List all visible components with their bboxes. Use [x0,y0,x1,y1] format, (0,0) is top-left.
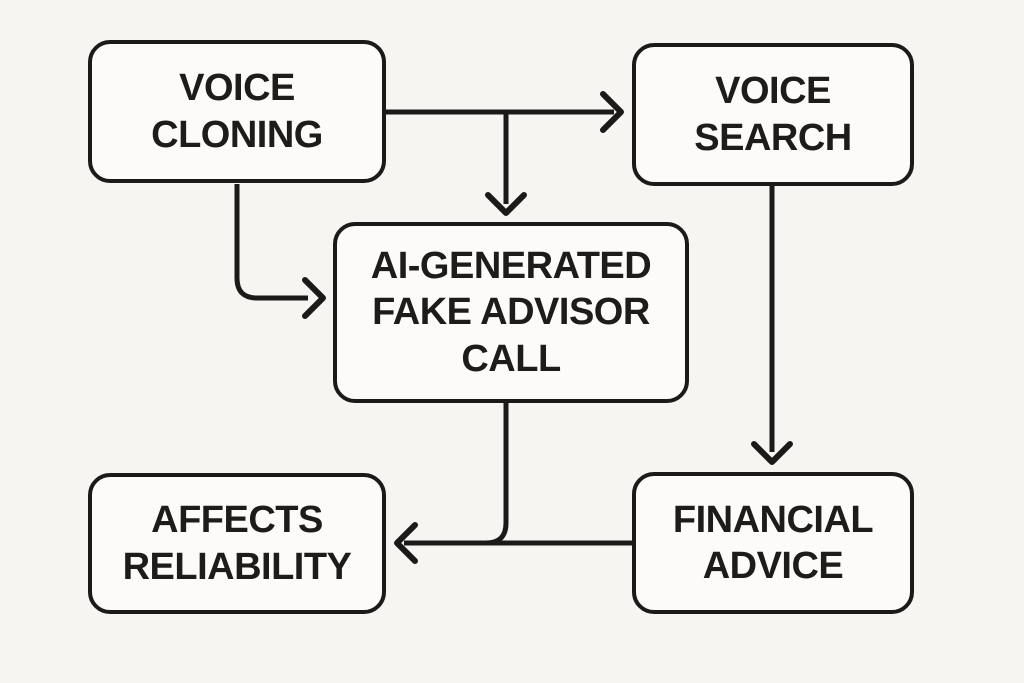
arrowhead-right-into-voice-search-icon [600,91,624,133]
arrowhead-down-into-financial-advice-icon [751,441,793,465]
node-affects-reliability-label: AFFECTS RELIABILITY [122,499,352,588]
node-financial-advice-label: FINANCIAL ADVICE [672,498,874,587]
arrowhead-left-into-affects-reliability-icon [394,522,418,564]
edge-fake-advisor-call-merge [485,403,509,546]
node-financial-advice: FINANCIAL ADVICE [632,472,914,614]
node-voice-search-label: VOICE SEARCH [694,70,852,159]
node-fake-advisor-call: AI-GENERATED FAKE ADVISOR CALL [333,222,689,403]
node-affects-reliability: AFFECTS RELIABILITY [88,473,386,614]
node-voice-cloning-label: VOICE CLONING [151,67,323,156]
node-fake-advisor-call-label: AI-GENERATED FAKE ADVISOR CALL [370,244,652,380]
node-voice-search: VOICE SEARCH [632,43,914,186]
arrowhead-down-into-fake-advisor-call-icon [485,192,527,216]
arrowhead-right-into-fake-advisor-call-icon [302,277,326,319]
node-voice-cloning: VOICE CLONING [88,40,386,183]
edge-voice-cloning-elbow-to-fake-advisor-call [234,184,308,301]
